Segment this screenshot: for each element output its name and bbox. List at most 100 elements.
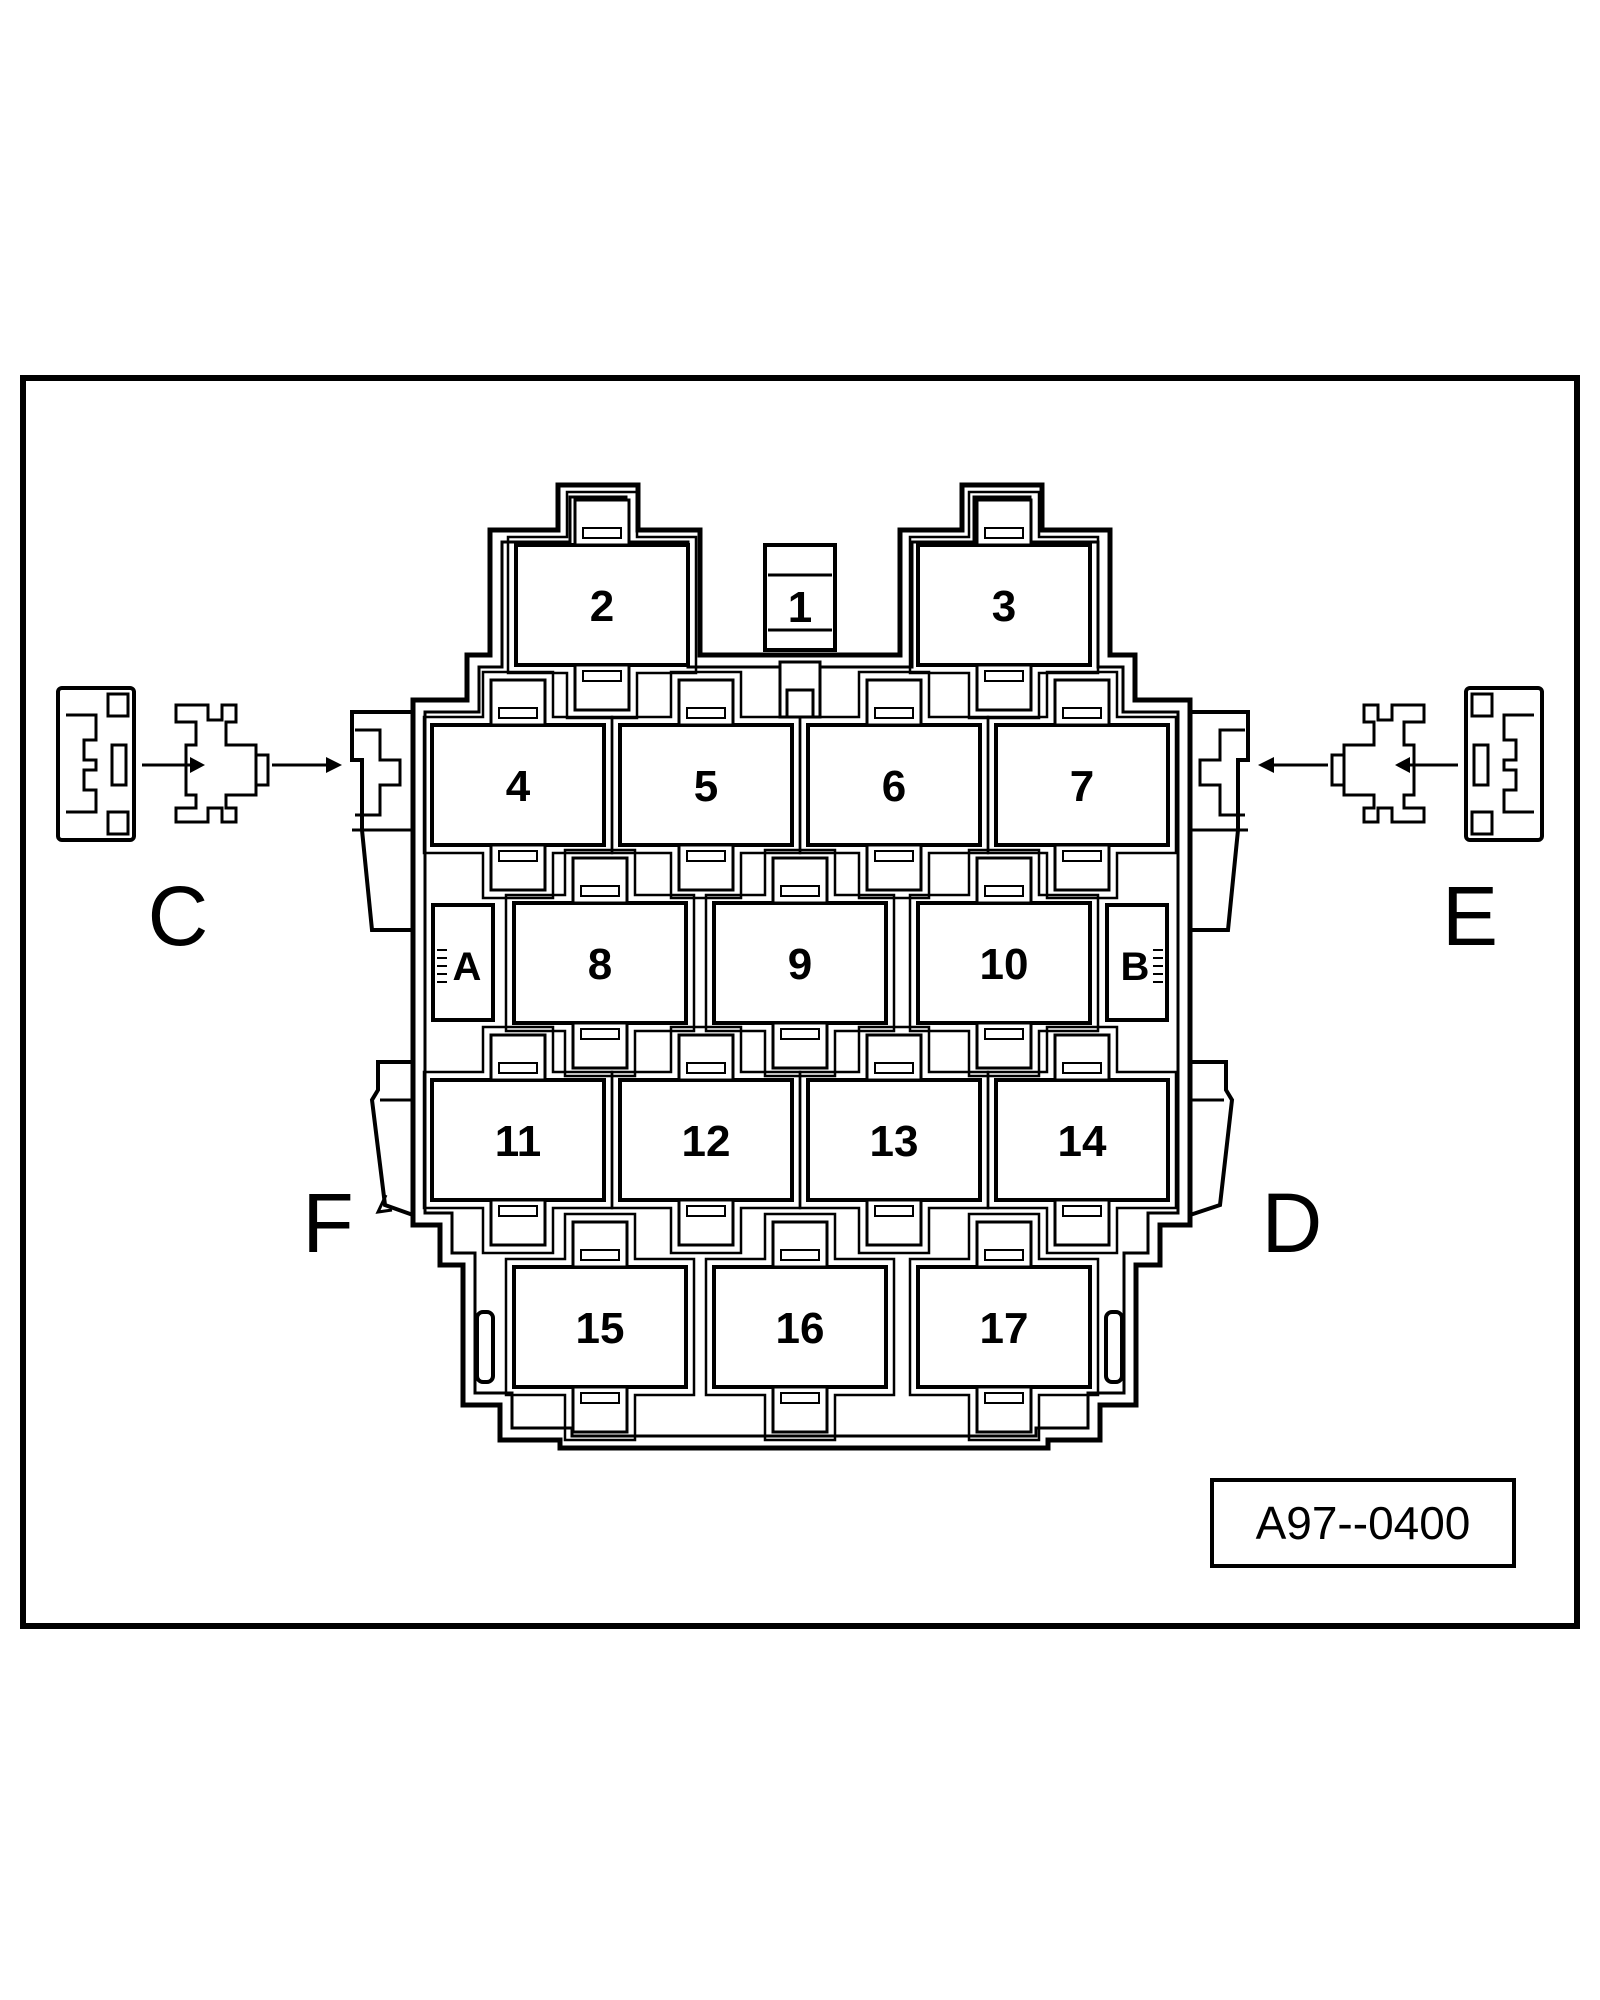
slot-12-latch-top-detail	[686, 1062, 726, 1074]
slot-14-contour	[986, 1025, 1178, 1255]
relay-carrier-housing	[410, 482, 1193, 1451]
slot-16-label: 16	[776, 1304, 825, 1353]
slot-9-contour	[704, 848, 896, 1078]
small-slot-a-label: A	[453, 945, 482, 989]
slot-10-latch-top-detail	[984, 885, 1024, 897]
relay-slot-3: 3	[908, 490, 1100, 720]
left-bottom-slot	[475, 1310, 495, 1384]
slot-6-latch-top-detail	[874, 707, 914, 719]
slot-11-body	[430, 1078, 606, 1202]
slot-17-latch-bottom-detail	[984, 1392, 1024, 1404]
slot-17-body	[916, 1265, 1092, 1389]
slot-15-body	[512, 1265, 688, 1389]
relay-slot-12: 12	[610, 1025, 802, 1255]
slot-7-contour	[986, 670, 1178, 900]
slot-4-latch-bottom-detail	[498, 850, 538, 862]
slot-9-label: 9	[788, 940, 812, 989]
slot-8-latch-bottom-detail	[580, 1028, 620, 1040]
slot-3-latch-top-detail	[984, 527, 1024, 539]
relay-slot-8: 8	[504, 848, 696, 1078]
slot-5-latch-top-detail	[686, 707, 726, 719]
slot-1-label: 1	[788, 583, 812, 632]
right-side-clip	[1190, 710, 1250, 932]
slot-2-label: 2	[590, 582, 614, 631]
slot-15-latch-top-detail	[580, 1249, 620, 1261]
relay-slot-2: 2	[506, 490, 698, 720]
slot-6-body	[806, 723, 982, 847]
slot-16-contour	[704, 1212, 896, 1442]
slot-8-label: 8	[588, 940, 612, 989]
slot-9-body	[712, 901, 888, 1025]
left-side-clip	[350, 710, 413, 932]
relay-slot-16: 16	[704, 1212, 896, 1442]
connector-e-label: E	[1442, 869, 1498, 963]
slot-2-latch-bottom-detail	[582, 670, 622, 682]
slot-16-latch-top-detail	[780, 1249, 820, 1261]
relay-slot-17: 17	[908, 1212, 1100, 1442]
slot-15-latch-bottom-detail	[580, 1392, 620, 1404]
slot-12-latch-bottom-detail	[686, 1205, 726, 1217]
slot-5-label: 5	[694, 762, 718, 811]
slot-3-label: 3	[992, 582, 1016, 631]
slot-2-latch-top-detail	[582, 527, 622, 539]
diagram-frame	[20, 375, 1580, 1629]
reference-number: A97--0400	[1256, 1497, 1471, 1549]
slot-10-contour	[908, 848, 1100, 1078]
slot-4-latch-top-detail	[498, 707, 538, 719]
slot-10-latch-bottom-detail	[984, 1028, 1024, 1040]
relay-slot-5: 5	[610, 670, 802, 900]
slot-13-label: 13	[870, 1117, 919, 1166]
relay-slot-15: 15	[504, 1212, 696, 1442]
relay-slot-9: 9	[704, 848, 896, 1078]
slot-15-contour	[504, 1212, 696, 1442]
connector-f-label: F	[302, 1176, 353, 1270]
slot-8-contour	[504, 848, 696, 1078]
slot-14-label: 14	[1058, 1117, 1107, 1166]
slot-15-label: 15	[576, 1304, 625, 1353]
relay-slot-6: 6	[798, 670, 990, 900]
slot-10-label: 10	[980, 940, 1029, 989]
slot-7-latch-top-detail	[1062, 707, 1102, 719]
small-slot-a: A	[431, 903, 495, 1022]
slot-12-label: 12	[682, 1117, 731, 1166]
slot-14-latch-top-detail	[1062, 1062, 1102, 1074]
small-slot-b: B	[1105, 903, 1169, 1022]
slot-2-body	[514, 543, 690, 667]
slot-7-label: 7	[1070, 762, 1094, 811]
slot-6-label: 6	[882, 762, 906, 811]
slot-13-latch-top-detail	[874, 1062, 914, 1074]
slot-7-latch-bottom-detail	[1062, 850, 1102, 862]
slot-13-latch-bottom-detail	[874, 1205, 914, 1217]
connector-c-label: C	[148, 869, 209, 963]
relay-slot-4: 4	[422, 670, 614, 900]
slot-3-latch-bottom-detail	[984, 670, 1024, 682]
slot-5-body	[618, 723, 794, 847]
relay-slot-11: 11	[422, 1025, 614, 1255]
slot-14-latch-bottom-detail	[1062, 1205, 1102, 1217]
slot-11-latch-top-detail	[498, 1062, 538, 1074]
slot-17-label: 17	[980, 1304, 1029, 1353]
slot-11-latch-bottom-detail	[498, 1205, 538, 1217]
slot-5-latch-bottom-detail	[686, 850, 726, 862]
relay-slots: 2 3 4 5 6 7 8 9 10 11 12 13 14 15 16 17 1	[422, 490, 1178, 1442]
slot-16-latch-bottom-detail	[780, 1392, 820, 1404]
slot-9-latch-bottom-detail	[780, 1028, 820, 1040]
connector-c: C	[56, 686, 342, 963]
relay-slot-7: 7	[986, 670, 1178, 900]
slot-6-latch-bottom-detail	[874, 850, 914, 862]
reference-box: A97--0400	[1210, 1478, 1516, 1568]
small-slot-b-label: B	[1121, 945, 1150, 989]
slot-16-body	[712, 1265, 888, 1389]
slot-10-body	[916, 901, 1092, 1025]
slot-17-contour	[908, 1212, 1100, 1442]
slot-11-label: 11	[495, 1117, 542, 1166]
slot-9-latch-top-detail	[780, 885, 820, 897]
relay-slot-14: 14	[986, 1025, 1178, 1255]
relay-carrier-housing-inner	[423, 495, 1180, 1438]
right-bottom-slot	[1104, 1310, 1124, 1384]
connector-e: E	[1258, 686, 1544, 963]
slot-8-latch-top-detail	[580, 885, 620, 897]
right-lower-latch	[1189, 1060, 1235, 1217]
connector-d-label: D	[1262, 1176, 1323, 1270]
